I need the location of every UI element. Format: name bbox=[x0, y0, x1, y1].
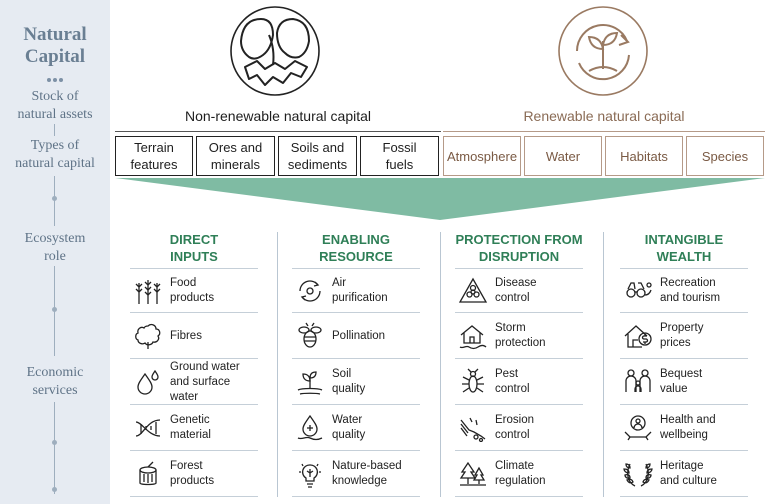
bee-icon bbox=[298, 322, 322, 348]
storm-house-icon bbox=[459, 325, 487, 350]
sidebar-dots bbox=[43, 78, 67, 84]
sidebar-label-ecosystem-line2: role bbox=[44, 249, 66, 264]
sidebar-label-stock-line2: natural assets bbox=[17, 107, 93, 122]
tree-stump-icon bbox=[139, 461, 157, 486]
service-fibres: Fibres bbox=[130, 314, 258, 359]
sidebar-node bbox=[52, 196, 57, 201]
climate-trees-icon bbox=[459, 461, 486, 486]
non-renewable-rule bbox=[115, 131, 441, 132]
renewable-rule bbox=[443, 131, 765, 132]
type-water: Water bbox=[524, 136, 602, 176]
biohazard-icon bbox=[458, 277, 488, 303]
service-pollination: Pollination bbox=[292, 314, 420, 359]
sidebar-label-ecosystem-line1: Ecosystem bbox=[24, 231, 86, 246]
sidebar-connector bbox=[54, 176, 55, 226]
binoculars-icon bbox=[626, 281, 652, 298]
sidebar-label-economic-line1: Economic bbox=[26, 365, 84, 380]
renewable-title: Renewable natural capital bbox=[523, 108, 685, 124]
water-drops-icon bbox=[137, 369, 159, 395]
type-species: Species bbox=[686, 136, 764, 176]
water-quality-icon bbox=[297, 414, 323, 441]
column-separator bbox=[603, 232, 604, 497]
column-separator bbox=[277, 232, 278, 497]
family-icon bbox=[625, 369, 651, 392]
type-habitats: Habitats bbox=[605, 136, 683, 176]
sidebar-connector bbox=[54, 402, 55, 494]
wheat-icon bbox=[135, 279, 161, 304]
air-cycle-icon bbox=[299, 279, 321, 302]
sidebar-label-stock-line1: Stock of bbox=[31, 89, 79, 104]
soil-sprout-icon bbox=[297, 371, 323, 395]
sidebar-node bbox=[52, 440, 57, 445]
laurel-icon bbox=[623, 463, 653, 487]
type-atmosphere: Atmosphere bbox=[443, 136, 521, 176]
sidebar-label-types-line2: natural capital bbox=[15, 156, 95, 171]
health-hands-icon bbox=[624, 415, 652, 441]
funnel-arrow bbox=[115, 178, 765, 220]
house-dollar-icon bbox=[624, 325, 652, 348]
sidebar-title-line1: Natural bbox=[23, 24, 87, 45]
sidebar-label-types-line1: Types of bbox=[30, 138, 80, 153]
sidebar: Natural Capital Stock of natural assets … bbox=[0, 0, 110, 504]
non-renewable-title: Non-renewable natural capital bbox=[185, 108, 371, 124]
pest-icon bbox=[462, 368, 484, 393]
dna-icon bbox=[135, 419, 161, 437]
column-separator bbox=[440, 232, 441, 497]
sidebar-label-economic-line2: services bbox=[32, 383, 78, 398]
erosion-icon bbox=[460, 417, 486, 442]
cotton-icon bbox=[135, 323, 161, 349]
sidebar-node bbox=[52, 307, 57, 312]
sidebar-title-line2: Capital bbox=[24, 46, 86, 67]
rocks-earth-icon bbox=[230, 6, 320, 96]
lightbulb-icon bbox=[299, 463, 321, 488]
sidebar-node bbox=[52, 487, 57, 492]
sidebar-connector bbox=[54, 124, 55, 136]
seedling-cycle-icon bbox=[558, 6, 648, 96]
